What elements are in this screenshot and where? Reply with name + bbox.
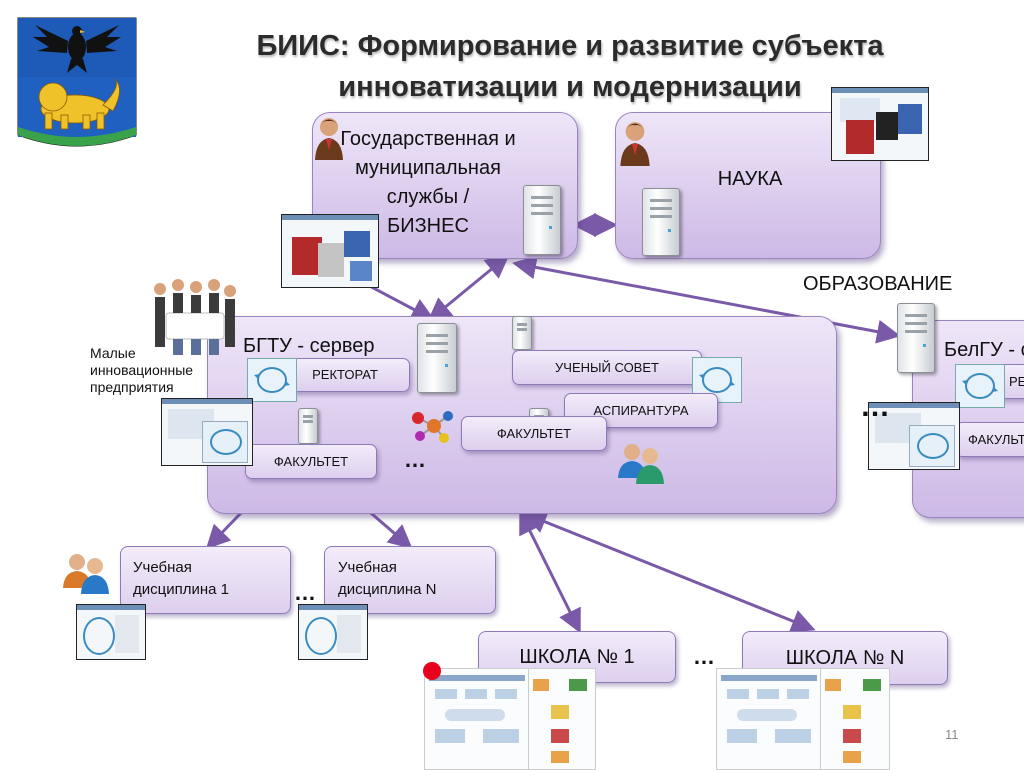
disciplines-ellipsis: … [294, 580, 317, 605]
molecule-icon [408, 408, 456, 444]
server-icon [897, 303, 935, 373]
title-line-1: БИИС: Формирование и развитие субъекта [256, 30, 884, 62]
group-people-icon [148, 275, 238, 357]
discipline-1-label: Учебная дисциплина 1 [133, 559, 229, 598]
faculty-ellipsis: … [404, 447, 427, 472]
server-icon [298, 408, 318, 444]
bgtu-server-label: БГТУ - сервер [243, 335, 375, 357]
belgu-faculty-box: ФАКУЛЬТЕТ [955, 422, 1024, 457]
red-dot-icon [423, 662, 441, 680]
belgu-server-label: БелГУ - сервер [944, 339, 1024, 361]
coat-of-arms-icon [17, 17, 137, 157]
academic-council-box: УЧЕНЫЙ СОВЕТ [512, 350, 702, 385]
education-label: ОБРАЗОВАНИЕ [803, 273, 953, 295]
slide-number: 11 [945, 727, 959, 742]
screenshot-thumbnail-icon [76, 604, 146, 660]
screenshot-thumbnail-icon [281, 214, 379, 288]
arrow-bgtu-schooln [522, 510, 816, 633]
schools-ellipsis: … [693, 644, 716, 669]
screenshot-thumbnail-icon [831, 87, 929, 161]
faculty-box-1: ФАКУЛЬТЕТ [245, 444, 377, 479]
arrow-gov-bgtu [427, 254, 510, 322]
group-people-icon [60, 546, 112, 596]
arrow-screens-bgtu [361, 280, 436, 321]
faculty-box-2: ФАКУЛЬТЕТ [461, 416, 607, 451]
person-icon [618, 120, 652, 166]
server-icon [642, 188, 680, 256]
screenshot-thumbnail-icon [298, 604, 368, 660]
discipline-n-label: Учебная дисциплина N [338, 559, 437, 598]
cycle-diagram-icon [247, 358, 297, 402]
server-icon [417, 323, 457, 393]
cycle-diagram-icon [955, 364, 1005, 408]
universities-ellipsis: … [860, 390, 891, 423]
server-icon [523, 185, 561, 255]
person-icon [314, 116, 344, 160]
group-people-icon [615, 436, 667, 486]
rectorate-box: РЕКТОРАТ [280, 358, 410, 392]
science-label: НАУКА [717, 168, 783, 190]
discipline-1-box [120, 546, 291, 614]
gov-business-label: Государственная и муниципальная службы /… [340, 128, 516, 237]
screenshot-thumbnail-icon [528, 668, 596, 770]
discipline-n-box [324, 546, 496, 614]
server-icon [512, 316, 532, 350]
title-line-2: инноватизации и модернизации [338, 71, 802, 103]
screenshot-thumbnail-icon [161, 398, 253, 466]
screenshot-thumbnail-icon [868, 402, 960, 470]
slide-title: БИИС: Формирование и развитие субъекта и… [230, 26, 910, 108]
screenshot-thumbnail-icon [820, 668, 890, 770]
screenshot-thumbnail-icon [716, 668, 822, 770]
small-enterprises-label: Малые инновационные предприятия [90, 345, 194, 395]
screenshot-thumbnail-icon [424, 668, 530, 770]
